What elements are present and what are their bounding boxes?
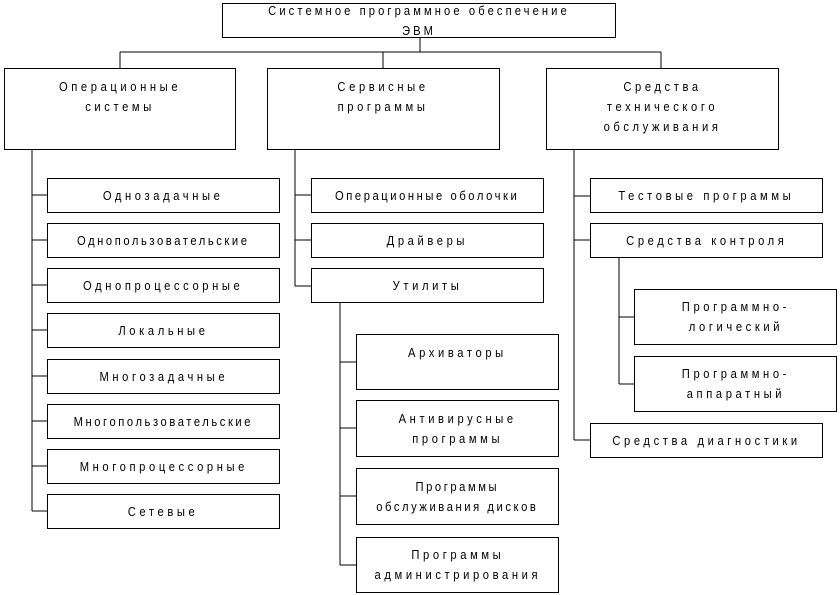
- maintenance-item-label: Средства диагностики: [612, 432, 801, 448]
- service-item-label: Утилиты: [392, 277, 463, 293]
- utility-item-label: Антивирусные программы: [398, 410, 517, 446]
- root-label: Системное программное обеспечение ЭВМ: [268, 2, 570, 38]
- utility-item: Антивирусные программы: [356, 400, 559, 457]
- utility-item: Программы обслуживания дисков: [356, 468, 559, 525]
- control-item: Программно- логический: [634, 289, 837, 345]
- utility-item: Архиваторы: [356, 334, 559, 390]
- control-item: Программно- аппаратный: [634, 356, 837, 412]
- maintenance-item: Средства диагностики: [590, 423, 823, 458]
- category-maintenance-box: Средства технического обслуживания: [546, 68, 779, 150]
- maintenance-item: Средства контроля: [590, 223, 823, 258]
- root-box: Системное программное обеспечение ЭВМ: [222, 3, 616, 38]
- service-item-label: Драйверы: [386, 232, 469, 248]
- category-os-box: Операционные системы: [4, 68, 236, 150]
- category-maintenance-label: Средства технического обслуживания: [603, 79, 722, 134]
- control-item-label: Программно- аппаратный: [681, 366, 790, 401]
- os-item-label: Многопроцессорные: [79, 458, 248, 474]
- os-item: Многозадачные: [47, 359, 280, 394]
- os-item-label: Однопроцессорные: [83, 277, 244, 293]
- os-item: Локальные: [47, 313, 280, 348]
- service-item: Драйверы: [311, 223, 544, 258]
- os-item: Однопользовательские: [47, 223, 280, 258]
- maintenance-item-label: Средства контроля: [625, 232, 788, 248]
- os-item-label: Многопользовательские: [73, 413, 254, 429]
- utility-item-label: Архиваторы: [408, 345, 507, 360]
- control-item-label: Программно- логический: [681, 299, 790, 334]
- os-item: Многопользовательские: [47, 404, 280, 439]
- os-item-label: Однопользовательские: [77, 232, 250, 248]
- os-item-label: Локальные: [118, 322, 209, 338]
- utility-item: Программы администрирования: [356, 537, 559, 593]
- category-service-label: Сервисные программы: [337, 79, 430, 114]
- maintenance-item-label: Тестовые программы: [618, 187, 795, 203]
- os-item: Сетевые: [47, 494, 280, 529]
- maintenance-item: Тестовые программы: [590, 178, 823, 213]
- service-item: Операционные оболочки: [311, 178, 544, 213]
- os-item: Многопроцессорные: [47, 449, 280, 484]
- os-item-label: Многозадачные: [99, 368, 228, 384]
- utility-item-label: Программы обслуживания дисков: [376, 478, 539, 514]
- category-service-box: Сервисные программы: [267, 68, 500, 150]
- os-item: Однозадачные: [47, 178, 280, 213]
- category-os-label: Операционные системы: [58, 79, 182, 114]
- os-item-label: Однозадачные: [103, 187, 224, 203]
- service-item-label: Операционные оболочки: [335, 187, 520, 203]
- service-item: Утилиты: [311, 268, 544, 303]
- os-item-label: Сетевые: [128, 503, 199, 519]
- utility-item-label: Программы администрирования: [374, 547, 541, 582]
- os-item: Однопроцессорные: [47, 268, 280, 303]
